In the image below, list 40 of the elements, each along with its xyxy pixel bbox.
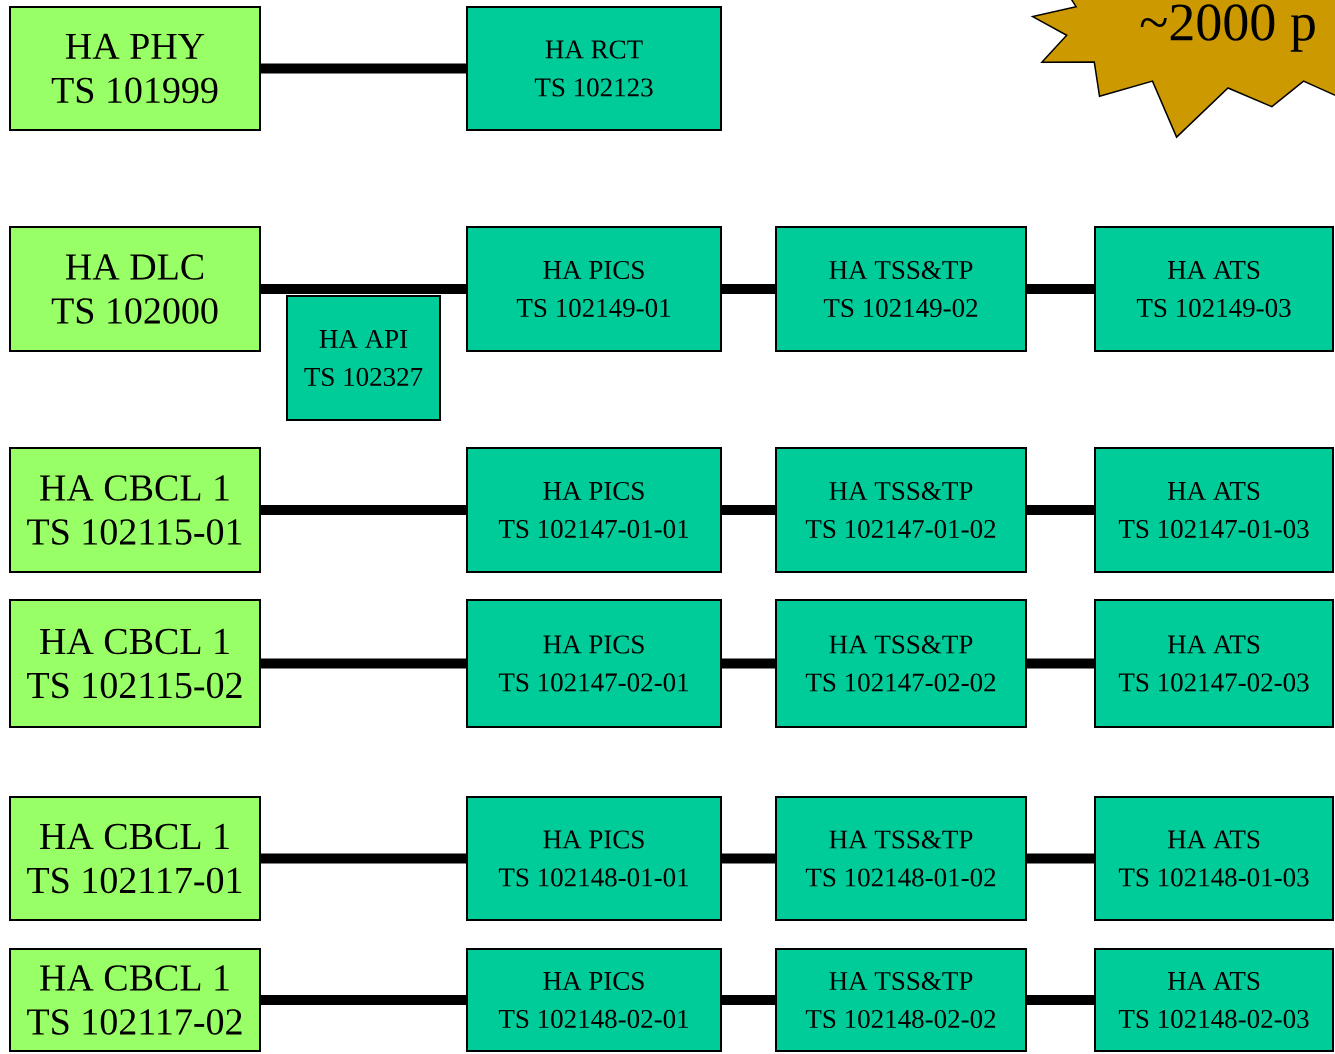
connector-line [261, 505, 466, 515]
connector-line [1027, 995, 1094, 1005]
spec-box: HA PICS TS 102148-02-01 [466, 948, 722, 1052]
spec-box: HA DLC TS 102000 [9, 226, 261, 352]
spec-box: HA ATS TS 102148-02-03 [1094, 948, 1334, 1052]
spec-box: HA ATS TS 102149-03 [1094, 226, 1334, 352]
spec-box: HA PICS TS 102148-01-01 [466, 796, 722, 921]
spec-box: HA TSS&TP TS 102148-01-02 [775, 796, 1027, 921]
connector-line [722, 658, 775, 669]
spec-box: HA PICS TS 102147-02-01 [466, 599, 722, 728]
spec-box: HA CBCL 1 TS 102117-02 [9, 948, 261, 1052]
spec-box: HA ATS TS 102147-01-03 [1094, 447, 1334, 573]
connector-line [261, 995, 466, 1005]
spec-box: HA CBCL 1 TS 102115-02 [9, 599, 261, 728]
connector-line [1027, 505, 1094, 515]
spec-box: HA RCT TS 102123 [466, 6, 722, 131]
connector-line [261, 658, 466, 669]
connector-line [261, 284, 466, 294]
spec-box: HA TSS&TP TS 102148-02-02 [775, 948, 1027, 1052]
spec-box: HA TSS&TP TS 102149-02 [775, 226, 1027, 352]
spec-box: HA API TS 102327 [286, 295, 441, 421]
spec-box: HA PICS TS 102149-01 [466, 226, 722, 352]
spec-box: HA TSS&TP TS 102147-02-02 [775, 599, 1027, 728]
starburst: ~2000 p [1030, 0, 1335, 139]
connector-line [722, 995, 775, 1005]
spec-box: HA CBCL 1 TS 102115-01 [9, 447, 261, 573]
spec-box: HA TSS&TP TS 102147-01-02 [775, 447, 1027, 573]
connector-line [722, 853, 775, 864]
spec-box: HA ATS TS 102147-02-03 [1094, 599, 1334, 728]
spec-box: HA CBCL 1 TS 102117-01 [9, 796, 261, 921]
connector-line [261, 853, 466, 864]
spec-box: HA ATS TS 102148-01-03 [1094, 796, 1334, 921]
connector-line [722, 284, 775, 294]
connector-line [1027, 853, 1094, 864]
connector-line [261, 63, 466, 74]
spec-box: HA PHY TS 101999 [9, 6, 261, 131]
connector-line [1027, 284, 1094, 294]
connector-line [722, 505, 775, 515]
connector-line [1027, 658, 1094, 669]
spec-box: HA PICS TS 102147-01-01 [466, 447, 722, 573]
